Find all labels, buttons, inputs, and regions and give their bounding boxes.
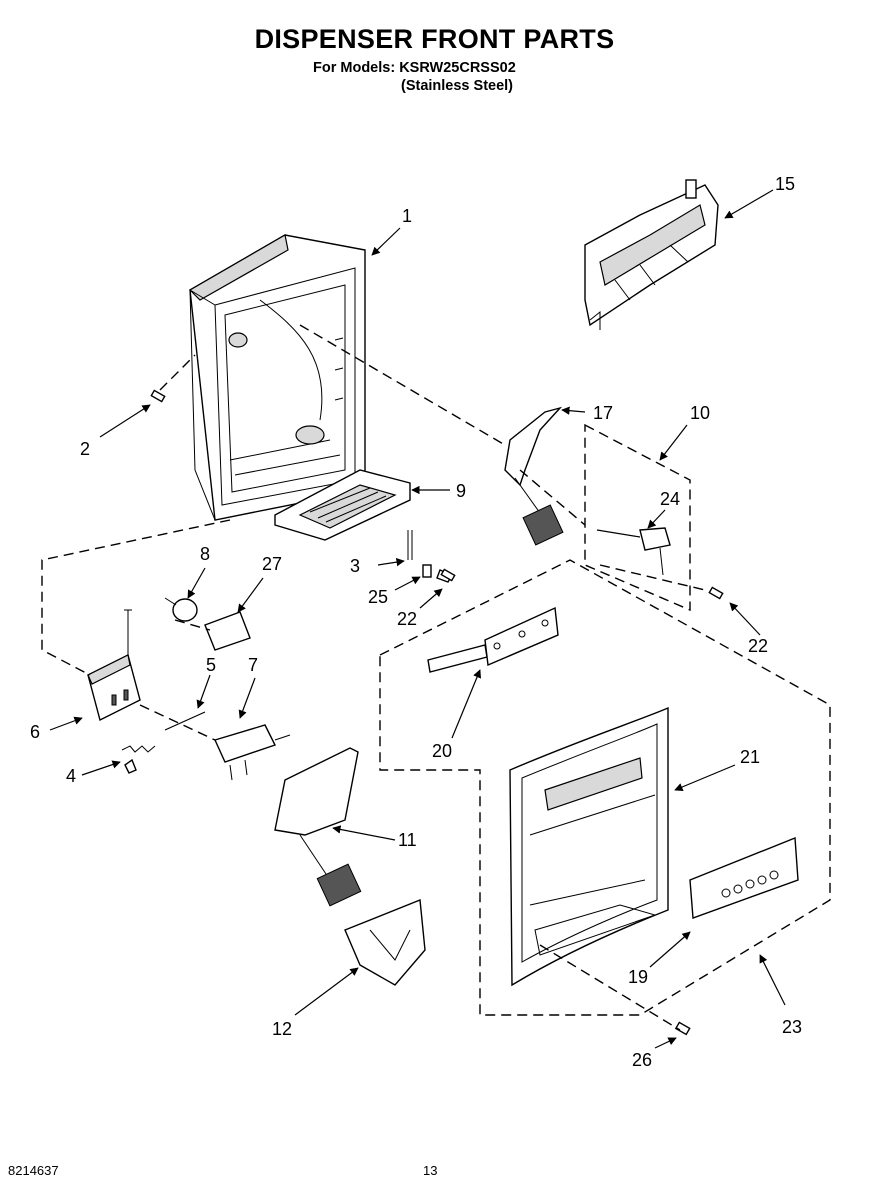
part-4-spring <box>121 745 156 774</box>
part-6-board <box>87 609 141 722</box>
part-27-cover <box>204 611 251 651</box>
callout-8: 8 <box>200 544 210 564</box>
callout-10: 10 <box>690 403 710 423</box>
part-12-chute <box>344 899 426 986</box>
part-11-ice-actuator <box>274 747 362 907</box>
part-21-front-panel <box>509 706 669 987</box>
part-1-housing <box>189 234 366 521</box>
document-number: 8214637 <box>8 1163 59 1178</box>
callout-27: 27 <box>262 554 282 574</box>
part-24-lever <box>596 527 671 576</box>
callout-11: 11 <box>398 830 417 850</box>
alignment-lines <box>41 324 706 1031</box>
callout-15: 15 <box>775 174 795 194</box>
callout-6: 6 <box>30 722 40 742</box>
screw-26 <box>674 1021 691 1036</box>
callout-22b: 22 <box>748 636 768 656</box>
callout-3: 3 <box>350 556 360 576</box>
group-10-outline <box>584 423 691 612</box>
part-19-trim <box>689 836 799 919</box>
callout-2: 2 <box>80 439 90 459</box>
part-7-pivot <box>214 724 291 781</box>
part-15-module <box>584 179 719 330</box>
callout-7: 7 <box>248 655 258 675</box>
screw-22b <box>708 586 724 600</box>
callout-26: 26 <box>632 1050 652 1070</box>
models-line: For Models: KSRW25CRSS02 <box>313 60 516 76</box>
callout-5: 5 <box>206 655 216 675</box>
callout-22a: 22 <box>397 609 417 629</box>
callout-9: 9 <box>456 481 466 501</box>
page-number: 13 <box>423 1163 438 1178</box>
part-9-drip-tray <box>274 469 411 541</box>
page-title: DISPENSER FRONT PARTS <box>254 24 615 54</box>
callout-21: 21 <box>740 747 760 767</box>
screw-22a <box>440 568 456 582</box>
callout-19: 19 <box>628 967 648 987</box>
part-20-strip <box>427 606 559 673</box>
callout-23: 23 <box>782 1017 802 1037</box>
screw-2 <box>150 389 166 403</box>
variant-line: (Stainless Steel) <box>401 78 514 94</box>
part-5-rod <box>164 711 206 731</box>
callout-1: 1 <box>402 206 412 226</box>
part-17-actuator <box>504 406 564 546</box>
callout-24: 24 <box>660 489 680 509</box>
leader-lines <box>49 189 786 1049</box>
callout-25: 25 <box>368 587 388 607</box>
callout-17: 17 <box>593 403 613 423</box>
part-8-solenoid <box>164 597 198 622</box>
callout-20: 20 <box>432 741 452 761</box>
callout-4: 4 <box>66 766 76 786</box>
group-23-outline <box>379 559 831 1016</box>
callout-12: 12 <box>272 1019 292 1039</box>
